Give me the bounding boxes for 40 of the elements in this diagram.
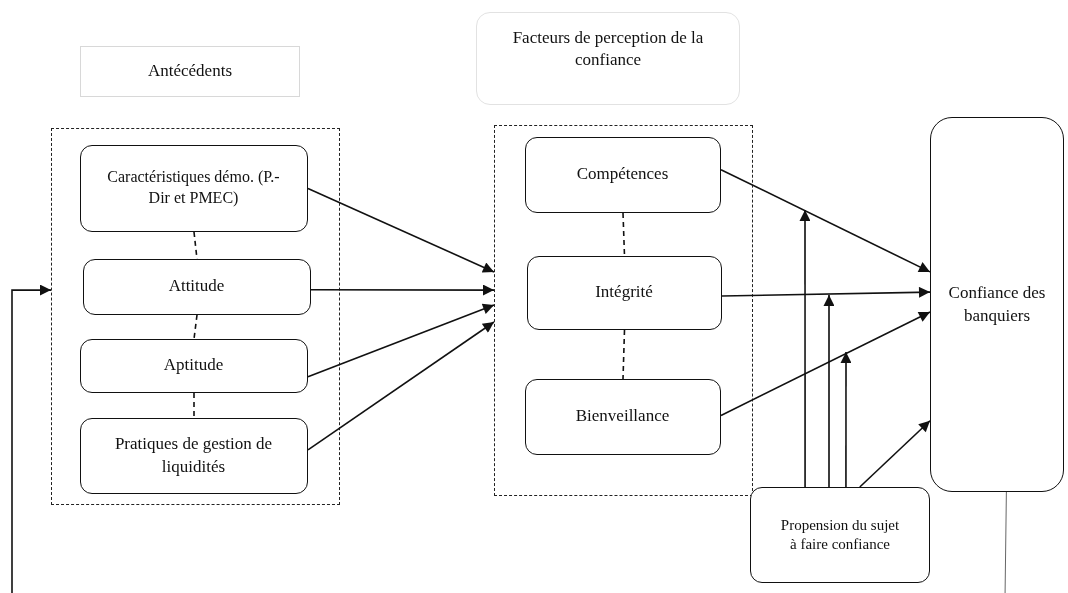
outcome-box [930,117,1064,492]
process-box [79,338,308,393]
node-label: Intégrité [594,281,654,304]
heading-box [80,46,300,97]
process-box [524,136,721,213]
dashed-connector [622,329,626,380]
arrow [307,321,495,451]
arrow [859,419,931,488]
node-label: Pratiques de gestion de liquidités [113,433,274,478]
node-label: Bienveillance [574,405,671,428]
node-label: Aptitude [162,354,225,377]
process-box [79,144,308,232]
arrow [840,351,852,488]
process-box [79,417,308,494]
arrow [307,187,495,273]
node-label: Propension du sujet à faire confiance [779,515,901,554]
arrow [823,294,835,488]
arrow [307,303,495,378]
node-label: Confiance des banquiers [947,282,1047,327]
dashed-connector [193,314,198,340]
arrow [721,286,931,298]
dashed-connector [622,212,626,257]
process-box [82,258,311,315]
arrow [310,284,495,296]
arrow [720,168,931,273]
node-label: Compétences [575,163,670,186]
node-label: Attitude [167,275,226,298]
process-box [524,378,721,455]
arrow [11,284,52,593]
heading-box [476,12,740,105]
dashed-connector [193,392,195,419]
arrow [799,209,811,488]
node-label: Antécédents [147,60,233,83]
process-box [526,255,722,330]
dashed-group-box [51,128,340,505]
process-box [750,487,930,583]
node-label: Facteurs de perception de la confiance [511,27,705,72]
dashed-group-box [494,125,753,496]
node-label: Caractéristiques démo. (P.-Dir et PMEC) [106,167,281,209]
arrow [720,311,931,417]
